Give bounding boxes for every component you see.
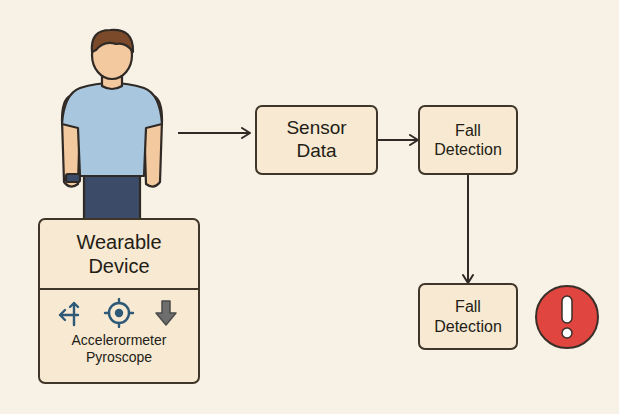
sensor-icons <box>54 298 184 328</box>
process-box: Fall Detection <box>418 105 518 175</box>
input-arrow <box>178 132 250 134</box>
node-label: Accelerormeter Pyroscope <box>54 332 184 366</box>
flow-arrow <box>378 139 418 141</box>
flow-arrow <box>467 175 469 283</box>
node-label: Fall Detection <box>426 297 510 335</box>
device-box: Wearable DeviceAccelerormeter Pyroscope <box>38 218 200 384</box>
alert-icon <box>536 286 598 348</box>
process-box: Fall Detection <box>418 283 518 350</box>
node-label: Wearable Device <box>54 230 184 278</box>
node-label: Fall Detection <box>426 121 510 159</box>
process-box: Sensor Data <box>255 105 378 175</box>
person-figure <box>62 30 162 222</box>
node-label: Sensor Data <box>272 117 362 163</box>
